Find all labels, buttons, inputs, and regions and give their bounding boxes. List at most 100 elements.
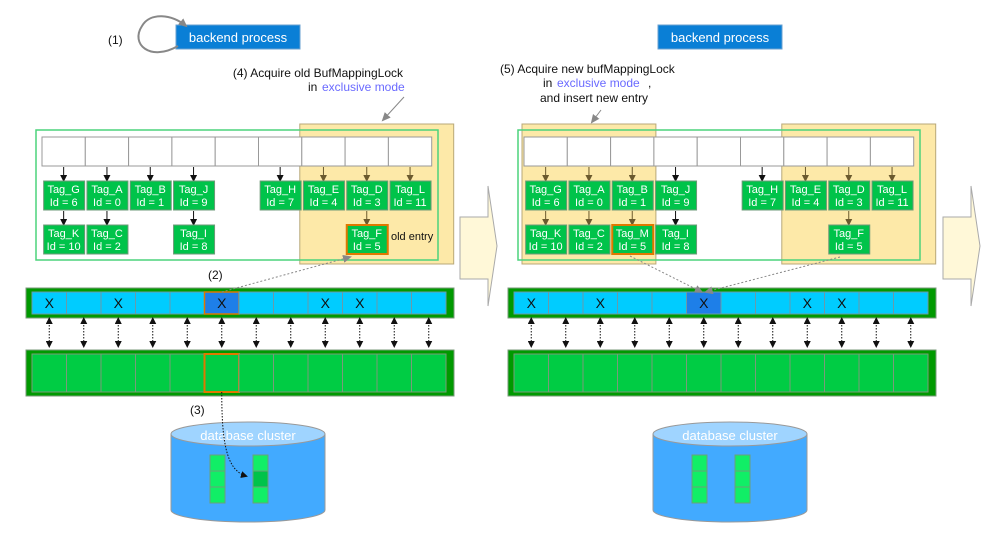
buffer-descriptor (66, 291, 102, 315)
buffer-id-label: Id = 2 (93, 241, 121, 253)
buffer-descriptor (169, 291, 205, 315)
buffer-tag-entry (173, 224, 216, 255)
buffer-id-label: Id = 3 (353, 197, 381, 209)
buffer-descriptor (755, 291, 791, 315)
descriptor-mark: X (803, 295, 813, 311)
buffer-tag-label: Tag_B (617, 184, 648, 196)
transition-arrow-icon (942, 185, 981, 307)
buffer-tag-label: Tag_L (395, 184, 425, 196)
data-page (734, 486, 751, 504)
buffer-pool-slot (755, 353, 791, 393)
buffer-id-label: Id = 5 (353, 241, 381, 253)
descriptor-to-entry-link (221, 254, 352, 293)
buffer-id-label: Id = 11 (875, 197, 908, 209)
buffer-descriptor (273, 291, 309, 315)
buffer-tag-entry (568, 224, 611, 255)
hash-bucket (653, 136, 698, 167)
backend-process-label: backend process (189, 30, 288, 45)
step-1-label: (1) (108, 33, 123, 47)
buffer-pool-slot (273, 353, 309, 393)
buffer-pool-slot (651, 353, 687, 393)
buffer-id-label: Id = 5 (618, 241, 646, 253)
buffer-pool-slot (135, 353, 171, 393)
buffer-id-label: Id = 4 (792, 197, 820, 209)
buffer-tag-label: Tag_C (91, 228, 123, 240)
data-page (734, 470, 751, 488)
buffer-pool-slot (893, 353, 929, 393)
buffer-tag-entry (828, 224, 871, 255)
buffer-pool-slot (548, 353, 584, 393)
buffer-descriptor (617, 291, 653, 315)
buffer-descriptor (135, 291, 171, 315)
buffer-id-label: Id = 6 (50, 197, 78, 209)
database-cluster-label: database cluster (200, 428, 296, 443)
hash-bucket (826, 136, 871, 167)
hash-table-frame (35, 129, 439, 261)
hash-bucket (41, 136, 86, 167)
buffer-id-label: Id = 6 (532, 197, 560, 209)
buffer-tag-entry (525, 224, 568, 255)
buffer-tag-label: Tag_M (616, 228, 649, 240)
descriptor-mark: X (321, 295, 331, 311)
buffer-tag-label: Tag_E (790, 184, 821, 196)
data-page (252, 486, 269, 504)
data-page (209, 486, 226, 504)
buffer-pool-slot-selected (203, 353, 240, 393)
buffer-tag-label: Tag_F (833, 228, 864, 240)
buffer-pool-slot (307, 353, 343, 393)
buffer-tag-entry (611, 180, 654, 211)
buffer-descriptor (548, 291, 584, 315)
database-cluster-cylinder (652, 433, 808, 523)
buffer-pool-slot (100, 353, 136, 393)
buffer-tag-entry-highlighted (611, 224, 655, 255)
data-page (209, 454, 226, 472)
database-cluster-label: database cluster (682, 428, 778, 443)
buffer-id-label: Id = 2 (575, 241, 603, 253)
data-page (691, 470, 708, 488)
hash-bucket (566, 136, 612, 167)
database-cluster-top (652, 421, 808, 447)
step-4-mode: exclusive mode (322, 80, 405, 94)
data-page-selected (252, 470, 269, 488)
hash-bucket (214, 136, 259, 167)
hash-bucket (387, 136, 433, 167)
buffer-tag-label: Tag_D (351, 184, 383, 196)
step-5-comma: , (648, 76, 651, 90)
buffer-pool-slot (411, 353, 447, 393)
buffer-tag-entry (655, 180, 698, 211)
buffer-tag-label: Tag_J (661, 184, 690, 196)
buffer-tag-entry (871, 180, 914, 211)
buffer-tag-label: Tag_B (135, 184, 166, 196)
buffer-tag-entry (828, 180, 871, 211)
buffer-pool-slot (238, 353, 274, 393)
buffer-tag-label: Tag_H (264, 184, 296, 196)
buffer-pool-slot (582, 353, 618, 393)
buffer-tag-label: Tag_D (833, 184, 865, 196)
buffer-tag-entry-highlighted (345, 224, 389, 255)
buffer-id-label: Id = 10 (47, 241, 81, 253)
data-page (209, 470, 226, 488)
buffer-id-label: Id = 7 (748, 197, 776, 209)
hash-bucket (344, 136, 389, 167)
buffer-id-label: Id = 8 (662, 241, 690, 253)
buffer-id-label: Id = 1 (618, 197, 646, 209)
buffer-id-label: Id = 4 (310, 197, 338, 209)
database-cluster-top (170, 421, 326, 447)
backend-process-box (175, 24, 301, 50)
hash-bucket (258, 136, 303, 167)
buffer-tag-label: Tag_G (529, 184, 561, 196)
buffer-id-label: Id = 8 (180, 241, 208, 253)
buffer-tag-label: Tag_J (179, 184, 208, 196)
buffer-tag-entry (655, 224, 698, 255)
buffer-tag-entry (86, 180, 129, 211)
backend-process-label: backend process (671, 30, 770, 45)
buffer-tag-entry (43, 180, 86, 211)
hash-table-frame (517, 129, 921, 261)
new-entry-to-descriptor-link (629, 255, 704, 293)
annotation-pointer (381, 96, 405, 122)
hash-bucket (523, 136, 568, 167)
descriptor-mark: X (217, 295, 227, 311)
hash-bucket (610, 136, 655, 167)
